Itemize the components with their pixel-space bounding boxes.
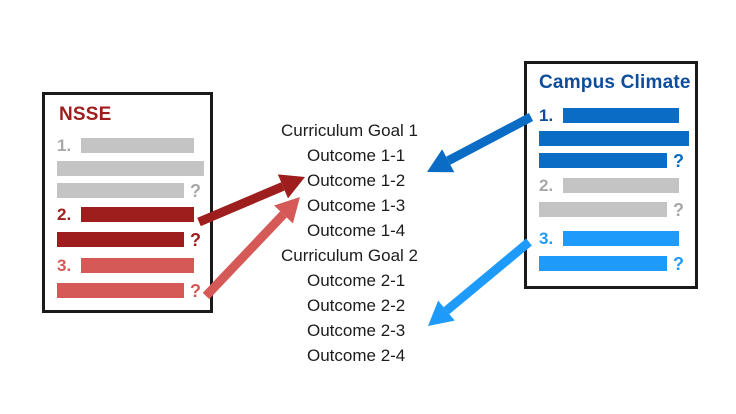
nsse-row-2-bar	[57, 161, 204, 176]
nsse-row-4-bar	[81, 207, 194, 222]
climate-row-7-bar	[539, 256, 667, 271]
climate-row-1-number: 1.	[539, 106, 554, 125]
climate-row-6[interactable]: 3.	[539, 229, 679, 248]
climate-row-4-number: 2.	[539, 176, 554, 195]
nsse-row-4-number: 2.	[57, 205, 72, 224]
curriculum-goal-6: Curriculum Goal 2	[281, 246, 418, 265]
climate-row-5[interactable]: ?	[539, 199, 684, 220]
nsse-row-7-question-mark: ?	[190, 280, 201, 301]
nsse-row-1-number: 1.	[57, 136, 72, 155]
climate-row-7-question-mark: ?	[673, 253, 684, 274]
nsse-row-6-number: 3.	[57, 256, 72, 275]
climate-row-4[interactable]: 2.	[539, 176, 679, 195]
nsse-row-2[interactable]	[57, 161, 204, 176]
outcome-9: Outcome 2-3	[307, 321, 406, 340]
nsse-item3-to-outcome-1-3-shaft	[202, 211, 287, 300]
nsse-row-3-bar	[57, 183, 184, 198]
outcome-8: Outcome 2-2	[307, 296, 406, 315]
outcome-10: Outcome 2-4	[307, 346, 406, 365]
climate-row-4-bar	[563, 178, 679, 193]
nsse-row-5[interactable]: ?	[57, 229, 201, 250]
climate-item1-to-outcome-1-2-shaft	[446, 113, 534, 165]
outcome-2: Outcome 1-1	[307, 146, 406, 165]
climate-row-3-question-mark: ?	[673, 150, 684, 171]
nsse-row-6-bar	[81, 258, 194, 273]
outcome-3: Outcome 1-2	[307, 171, 406, 190]
nsse-row-1-bar	[81, 138, 194, 153]
nsse-row-3[interactable]: ?	[57, 180, 201, 201]
nsse-row-7[interactable]: ?	[57, 280, 201, 301]
climate-row-1[interactable]: 1.	[539, 106, 679, 125]
outcome-5: Outcome 1-4	[307, 221, 406, 240]
nsse-panel: NSSE 1.? 2.? 3.?	[42, 92, 213, 313]
nsse-row-4[interactable]: 2.	[57, 205, 194, 224]
climate-row-2-bar	[539, 131, 689, 146]
climate-row-2[interactable]	[539, 131, 689, 146]
climate-row-5-question-mark: ?	[673, 199, 684, 220]
climate-row-6-number: 3.	[539, 229, 554, 248]
climate-item3-to-outcome-2-4-shaft	[443, 238, 532, 315]
climate-row-7[interactable]: ?	[539, 253, 684, 274]
climate-row-6-bar	[563, 231, 679, 246]
campus-climate-panel-title: Campus Climate	[539, 72, 691, 93]
nsse-row-5-bar	[57, 232, 184, 247]
outcome-4: Outcome 1-3	[307, 196, 406, 215]
climate-row-3[interactable]: ?	[539, 150, 684, 171]
curriculum-goal-1: Curriculum Goal 1	[281, 121, 418, 140]
nsse-row-5-question-mark: ?	[190, 229, 201, 250]
outcome-7: Outcome 2-1	[307, 271, 406, 290]
nsse-row-7-bar	[57, 283, 184, 298]
nsse-panel-title: NSSE	[59, 104, 112, 125]
climate-row-1-bar	[563, 108, 679, 123]
climate-row-3-bar	[539, 153, 667, 168]
campus-climate-panel: Campus Climate 1.? 2.? 3.?	[524, 61, 698, 289]
nsse-row-3-question-mark: ?	[190, 180, 201, 201]
climate-row-5-bar	[539, 202, 667, 217]
nsse-row-1[interactable]: 1.	[57, 136, 194, 155]
nsse-row-6[interactable]: 3.	[57, 256, 194, 275]
